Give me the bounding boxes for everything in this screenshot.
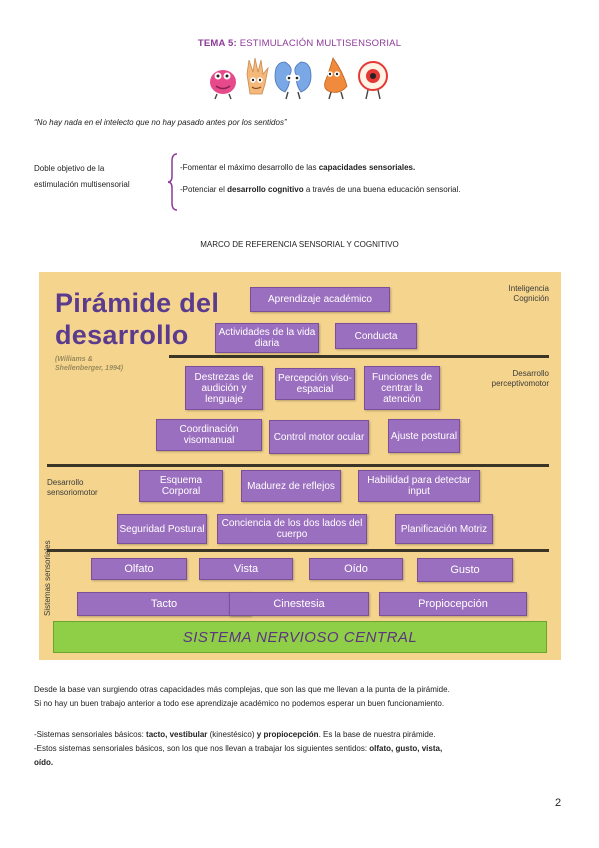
ear-mascot-icon (274, 61, 312, 100)
section-title: MARCO DE REFERENCIA SENSORIAL Y COGNITIV… (200, 240, 399, 249)
box-madurez: Madurez de reflejos (241, 470, 341, 502)
divider-line (47, 549, 549, 552)
objectives-label: Doble objetivo de la estimulación multis… (34, 164, 130, 189)
divider-line (47, 464, 549, 467)
development-pyramid: Pirámide del desarrollo (Williams & Shel… (39, 272, 561, 660)
label-perceptual: Desarrollo perceptivomotor (491, 369, 549, 388)
box-conducta: Conducta (335, 323, 417, 349)
box-sistema-nervioso-central: SISTEMA NERVIOSO CENTRAL (53, 621, 547, 653)
box-actividades: Actividades de la vida diaria (215, 323, 319, 353)
box-seguridad: Seguridad Postural (117, 514, 207, 544)
paragraph-1: Desde la base van surgiendo otras capaci… (34, 685, 450, 708)
senses-mascots (210, 57, 388, 100)
box-esquema: Esquema Corporal (139, 470, 223, 502)
box-conciencia: Conciencia de los dos lados del cuerpo (217, 514, 367, 544)
eye-mascot-icon (358, 61, 388, 100)
objective-item-2: -Potenciar el desarrollo cognitivo a tra… (180, 185, 461, 194)
pyramid-title: Pirámide del desarrollo (55, 288, 220, 350)
box-funciones: Funciones de centrar la atención (364, 366, 440, 410)
hand-mascot-icon (246, 57, 269, 95)
box-olfato: Olfato (91, 558, 187, 580)
label-sensorimotor: Desarrollo sensoriomotor (47, 478, 98, 497)
box-propiocepcion: Propiocepción (379, 592, 527, 616)
box-planificacion: Planificación Motriz (395, 514, 493, 544)
box-tacto: Tacto (77, 592, 251, 616)
objective-item-1: -Fomentar el máximo desarrollo de las ca… (180, 163, 416, 172)
box-habilidad: Habilidad para detectar input (358, 470, 480, 502)
box-vista: Vista (199, 558, 293, 580)
pyramid-citation: (Williams & Shellenberger, 1994) (55, 356, 124, 372)
box-destrezas: Destrezas de audición y lenguaje (185, 366, 263, 410)
label-sensory-systems: Sistemas sensoriales (43, 540, 52, 616)
box-ajuste: Ajuste postural (388, 419, 460, 453)
box-percepcion: Percepción viso-espacial (275, 368, 355, 400)
page-number: 2 (555, 797, 562, 809)
box-gusto: Gusto (417, 558, 513, 582)
brace-icon (167, 153, 178, 211)
label-cognitive: Inteligencia Cognición (508, 284, 549, 303)
topic-title: TEMA 5: ESTIMULACIÓN MULTISENSORIAL (197, 38, 402, 49)
paragraph-3: -Estos sistemas sensoriales básicos, son… (34, 744, 443, 767)
box-aprendizaje: Aprendizaje académico (250, 287, 390, 312)
divider-line (169, 355, 549, 358)
box-cinestesia: Cinestesia (229, 592, 369, 616)
box-coordinacion: Coordinación visomanual (156, 419, 262, 451)
nose-mascot-icon (324, 57, 348, 100)
paragraph-2: -Sistemas sensoriales básicos: tacto, ve… (34, 730, 436, 739)
tongue-mascot-icon (210, 70, 236, 100)
quote: “No hay nada en el intelecto que no hay … (34, 118, 287, 127)
box-oido: Oído (309, 558, 403, 580)
box-control: Control motor ocular (269, 420, 369, 454)
